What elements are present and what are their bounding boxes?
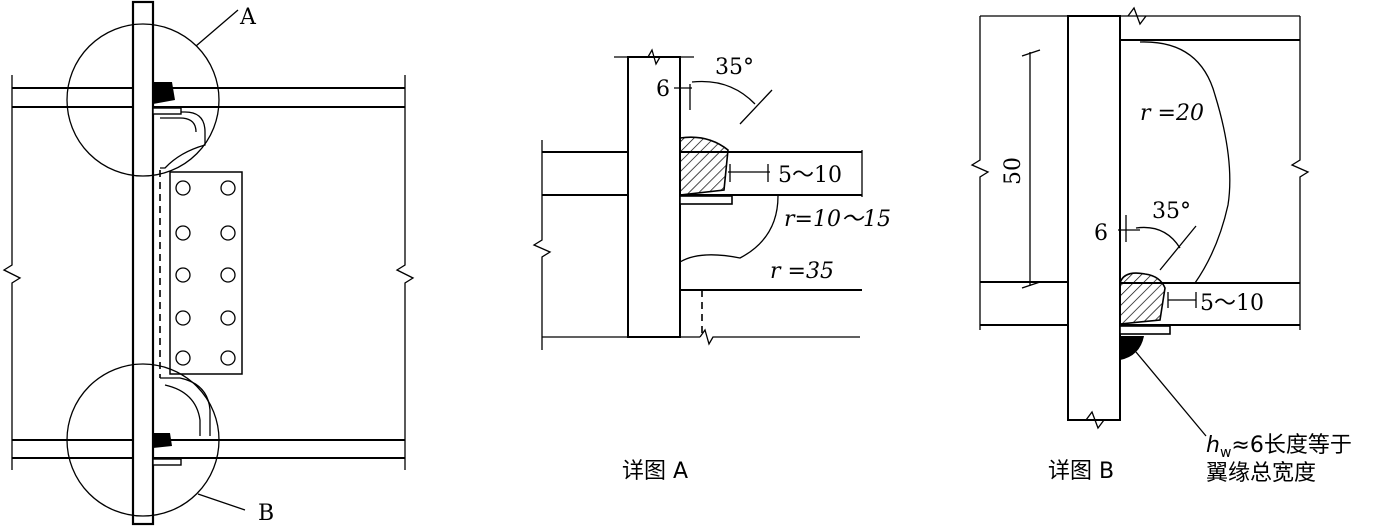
detail-a-circle	[66, 23, 220, 177]
detail-b-angle-label: 35°	[1152, 199, 1191, 224]
detail-b-weld	[1119, 272, 1166, 325]
right-break-line	[395, 75, 415, 470]
lower-scallop	[160, 377, 211, 436]
callout-a-label: A	[239, 5, 257, 30]
detail-a-weld	[679, 136, 729, 196]
detail-b-note-line2: 翼缘总宽度	[1206, 461, 1316, 486]
lower-beam-flange	[12, 439, 405, 459]
column-plate	[131, 0, 155, 526]
lower-flange-weld	[153, 433, 172, 448]
detail-a-radius-large: r =35	[770, 259, 834, 284]
detail-b-gap-label: 6	[1094, 221, 1108, 246]
detail-a: 6 35° 5～10 r=10～15 r =35 详图 A	[532, 48, 891, 484]
detail-b-scallop	[1139, 41, 1231, 284]
detail-b-fillet-weld	[1120, 336, 1144, 360]
detail-a-weld-length: 5～10	[778, 163, 842, 188]
detail-a-caption: 详图 A	[622, 459, 688, 484]
overall-elevation-view: A B	[2, 0, 415, 526]
detail-b-note-line1: hw≈6长度等于	[1206, 433, 1352, 461]
upper-scallop	[160, 111, 206, 169]
detail-b-caption: 详图 B	[1048, 459, 1114, 484]
bolt-holes	[175, 180, 236, 366]
detail-a-angle-label: 35°	[715, 55, 754, 80]
detail-a-gap-label: 6	[656, 77, 670, 102]
detail-b-dimension: 50	[1001, 157, 1026, 185]
detail-a-column	[627, 56, 681, 338]
upper-beam-flange	[12, 87, 405, 108]
detail-b-column	[1067, 15, 1121, 421]
shear-plate	[169, 171, 243, 375]
detail-b-circle	[66, 363, 220, 517]
upper-flange-weld	[153, 82, 175, 104]
detail-a-radius-scallop: r=10～15	[784, 207, 891, 232]
left-break-line	[2, 75, 22, 470]
detail-b: 50 r =20 6 35° 5～10 hw≈6长度等于 翼缘总宽度 详图 B	[970, 6, 1352, 486]
detail-b-radius: r =20	[1140, 101, 1204, 126]
callout-b-label: B	[258, 501, 274, 526]
detail-b-weld-length: 5～10	[1200, 291, 1264, 316]
